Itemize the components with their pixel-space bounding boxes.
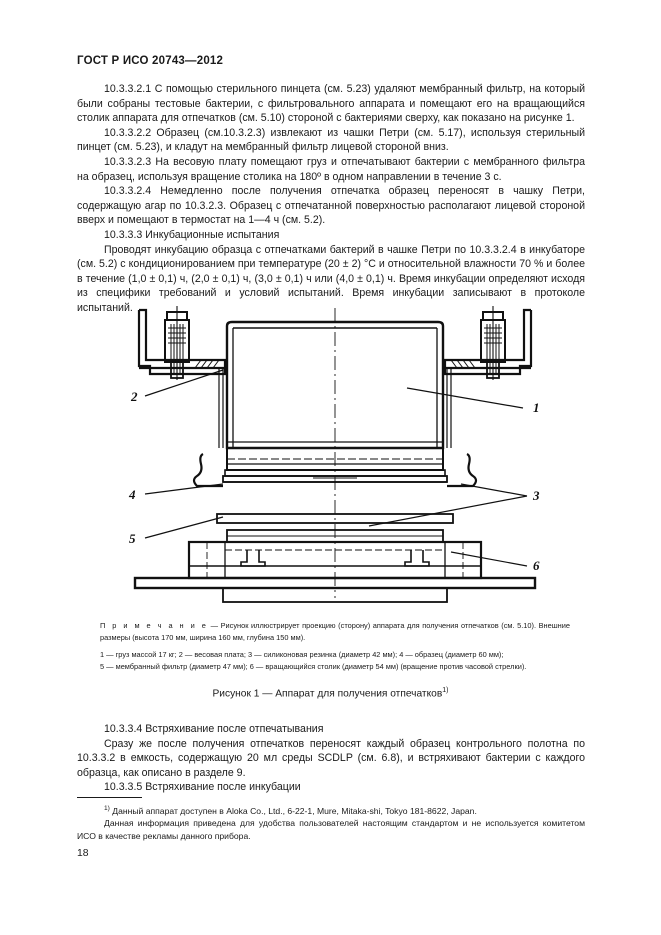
paragraph: 10.3.3.2.1 С помощью стерильного пинцета…	[77, 83, 585, 125]
footnote-block: 1) Данный аппарат доступен в Aloka Co., …	[77, 803, 585, 842]
figure-callout-2: 2	[130, 389, 138, 404]
figure-callout-6: 6	[533, 558, 540, 573]
leader-3b	[368, 495, 528, 527]
legend-line: 1 — груз массой 17 кг; 2 — весовая плата…	[100, 650, 504, 659]
leader-3a	[460, 483, 528, 497]
paragraph: 10.3.3.2.2 Образец (см.10.3.2.3) извлека…	[77, 126, 585, 154]
paragraph: Проводят инкубацию образца с отпечатками…	[77, 243, 585, 314]
figure-caption-text: Рисунок 1 — Аппарат для получения отпеча…	[212, 688, 443, 700]
paragraph: 10.3.3.4 Встряхивание после отпечатывани…	[104, 723, 324, 735]
note-label: П р и м е ч а н и е	[100, 621, 209, 630]
figure-callout-1: 1	[533, 400, 540, 415]
note-text: — Рисунок иллюстрирует проекцию (сторону…	[100, 621, 570, 642]
figure-caption: Рисунок 1 — Аппарат для получения отпеча…	[0, 687, 661, 699]
apparatus-diagram: 2 4 5 1 3 6	[115, 298, 555, 603]
leader-2	[144, 369, 224, 397]
leader-5	[144, 516, 224, 539]
body-section-bottom: 10.3.3.4 Встряхивание после отпечатывани…	[77, 722, 585, 795]
page-number: 18	[77, 848, 89, 859]
leader-1	[406, 387, 524, 409]
paragraph: 10.3.3.2.4 Немедленно после получения от…	[77, 185, 585, 227]
footnote-separator	[77, 797, 142, 798]
legend-line: 5 — мембранный фильтр (диаметр 47 мм); 6…	[100, 661, 527, 671]
body-section-top: 10.3.3.2.1 С помощью стерильного пинцета…	[77, 82, 585, 316]
paragraph: Сразу же после получения отпечатков пере…	[77, 737, 585, 779]
figure-callout-4: 4	[128, 487, 136, 502]
paragraph: 10.3.3.3 Инкубационные испытания	[104, 228, 280, 241]
footnote-marker: 1)	[104, 805, 110, 812]
figure-legend: 1 — груз массой 17 кг; 2 — весовая плата…	[100, 649, 580, 672]
paragraph: 10.3.3.5 Встряхивание после инкубации	[104, 781, 301, 794]
leader-4	[144, 483, 224, 495]
paragraph: 10.3.3.2.3 На весовую плату помещают гру…	[77, 155, 585, 183]
right-spring-assembly	[480, 306, 506, 380]
figure-callout-5: 5	[129, 531, 136, 546]
figure-note: П р и м е ч а н и е — Рисунок иллюстриру…	[100, 620, 570, 643]
footnote-line: Данный аппарат доступен в Aloka Co., Ltd…	[109, 805, 477, 816]
leader-6	[450, 551, 528, 567]
figure-callout-3: 3	[532, 488, 540, 503]
footnote-line: Данная информация приведена для удобства…	[77, 818, 585, 841]
figure-caption-footnote-marker: 1)	[442, 687, 449, 694]
left-spring-assembly	[164, 306, 190, 380]
page-header: ГОСТ Р ИСО 20743—2012	[77, 55, 224, 67]
